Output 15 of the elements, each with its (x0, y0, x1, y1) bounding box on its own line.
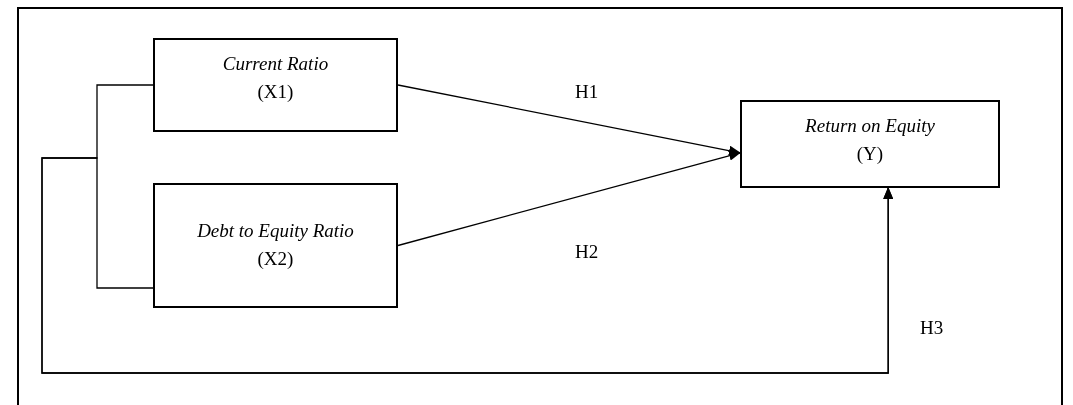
edge-label: H1 (575, 82, 599, 101)
variable-name: Return on Equity (805, 114, 935, 138)
variable-box (740, 100, 1000, 188)
variable-symbol: (Y) (856, 142, 884, 166)
arrow (397, 84, 741, 156)
edge-label: H2 (575, 242, 599, 261)
variable-box (153, 38, 398, 132)
variable-box (153, 183, 398, 308)
arrow (41, 157, 894, 374)
variable-name: Current Ratio (222, 52, 329, 76)
variable-name: Debt to Equity Ratio (197, 219, 354, 243)
arrow (397, 150, 741, 247)
variable-symbol: (X1) (257, 80, 294, 104)
variable-symbol: (X2) (257, 247, 294, 271)
edge-label: H3 (920, 318, 944, 337)
